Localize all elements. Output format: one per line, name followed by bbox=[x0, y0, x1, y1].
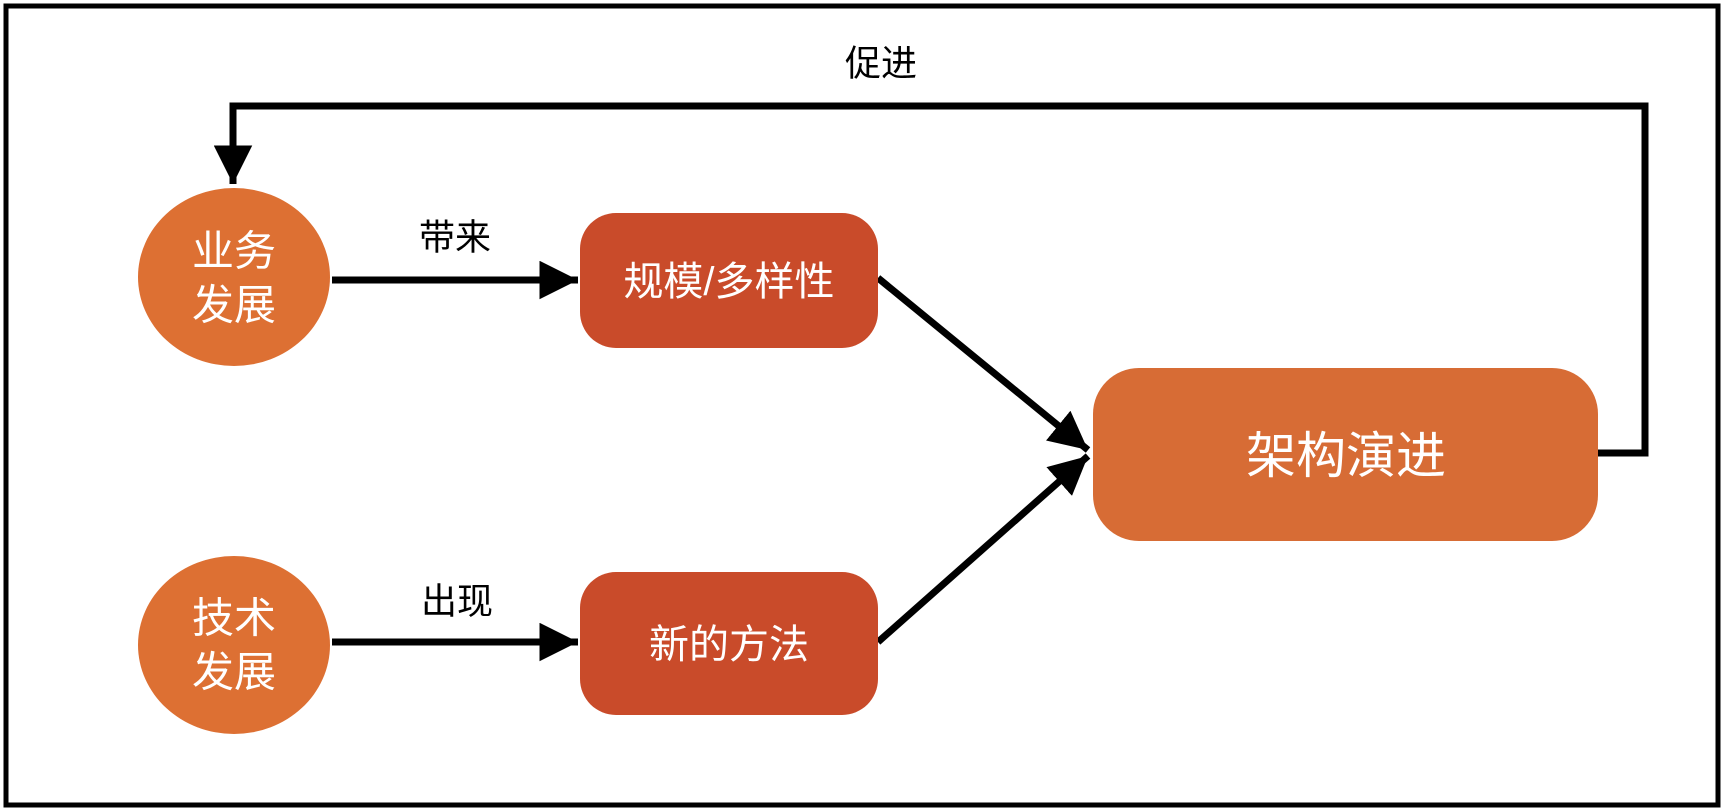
node-technology-development: 技术 发展 bbox=[138, 556, 330, 734]
node-new-methods: 新的方法 bbox=[580, 572, 878, 715]
scale-diversity-rect bbox=[580, 213, 878, 348]
edge-label-emerges: 出现 bbox=[421, 581, 493, 622]
business-label-line2: 发展 bbox=[192, 282, 276, 329]
technology-label-line2: 发展 bbox=[192, 649, 276, 696]
technology-circle bbox=[138, 556, 330, 734]
edge-label-brings: 带来 bbox=[419, 217, 491, 258]
edge-promotes-arrow bbox=[213, 102, 1649, 457]
node-business-development: 业务 发展 bbox=[138, 188, 330, 366]
scale-diversity-label: 规模/多样性 bbox=[623, 260, 834, 304]
node-scale-diversity: 规模/多样性 bbox=[580, 213, 878, 348]
new-methods-rect bbox=[580, 572, 878, 715]
architecture-evolution-rect bbox=[1093, 368, 1598, 541]
business-label-line1: 业务 bbox=[192, 228, 276, 275]
edge-methods-to-architecture-arrow bbox=[875, 453, 1091, 645]
new-methods-label: 新的方法 bbox=[649, 623, 809, 667]
node-architecture-evolution: 架构演进 bbox=[1093, 368, 1598, 541]
edge-scale-to-architecture-arrow bbox=[875, 275, 1091, 453]
technology-label-line1: 技术 bbox=[192, 595, 276, 642]
business-circle bbox=[138, 188, 330, 366]
diagram-border bbox=[3, 3, 1721, 808]
architecture-evolution-label: 架构演进 bbox=[1246, 428, 1446, 484]
edge-label-promotes: 促进 bbox=[845, 43, 917, 84]
